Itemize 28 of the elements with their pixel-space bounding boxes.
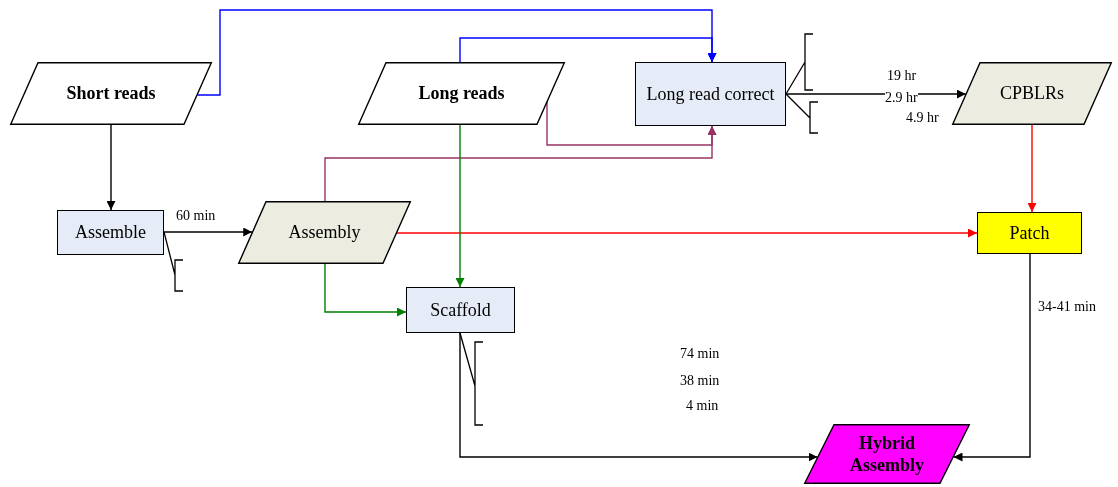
- node-label: CPBLRs: [1000, 82, 1064, 105]
- data-parallelogram: [804, 424, 970, 484]
- process-box: [406, 287, 515, 333]
- node-label: Hybrid Assembly: [849, 431, 925, 477]
- node-label: Patch: [1009, 221, 1050, 245]
- data-parallelogram: [952, 62, 1112, 125]
- arrow: [396, 228, 978, 238]
- arrow: [952, 253, 1031, 462]
- data-parallelogram: [358, 62, 565, 125]
- arrow: [459, 332, 819, 462]
- arrow: [163, 227, 253, 237]
- arrow: [459, 37, 717, 63]
- arrow: [324, 263, 407, 317]
- node-label: Assemble: [75, 221, 146, 244]
- arrow: [455, 124, 465, 288]
- process-box: [977, 212, 1082, 254]
- node-label: Long read correct: [646, 82, 775, 106]
- node-label: Assembly: [288, 221, 361, 244]
- arrow: [1027, 124, 1037, 213]
- arrow: [106, 124, 116, 211]
- process-box: [635, 62, 786, 126]
- node-label: Long reads: [418, 82, 505, 105]
- process-box: [57, 210, 164, 255]
- node-label: Scaffold: [430, 298, 491, 322]
- data-parallelogram: [10, 62, 212, 125]
- data-parallelogram: [238, 201, 411, 264]
- node-label: Short reads: [66, 82, 156, 105]
- arrow: [324, 125, 717, 202]
